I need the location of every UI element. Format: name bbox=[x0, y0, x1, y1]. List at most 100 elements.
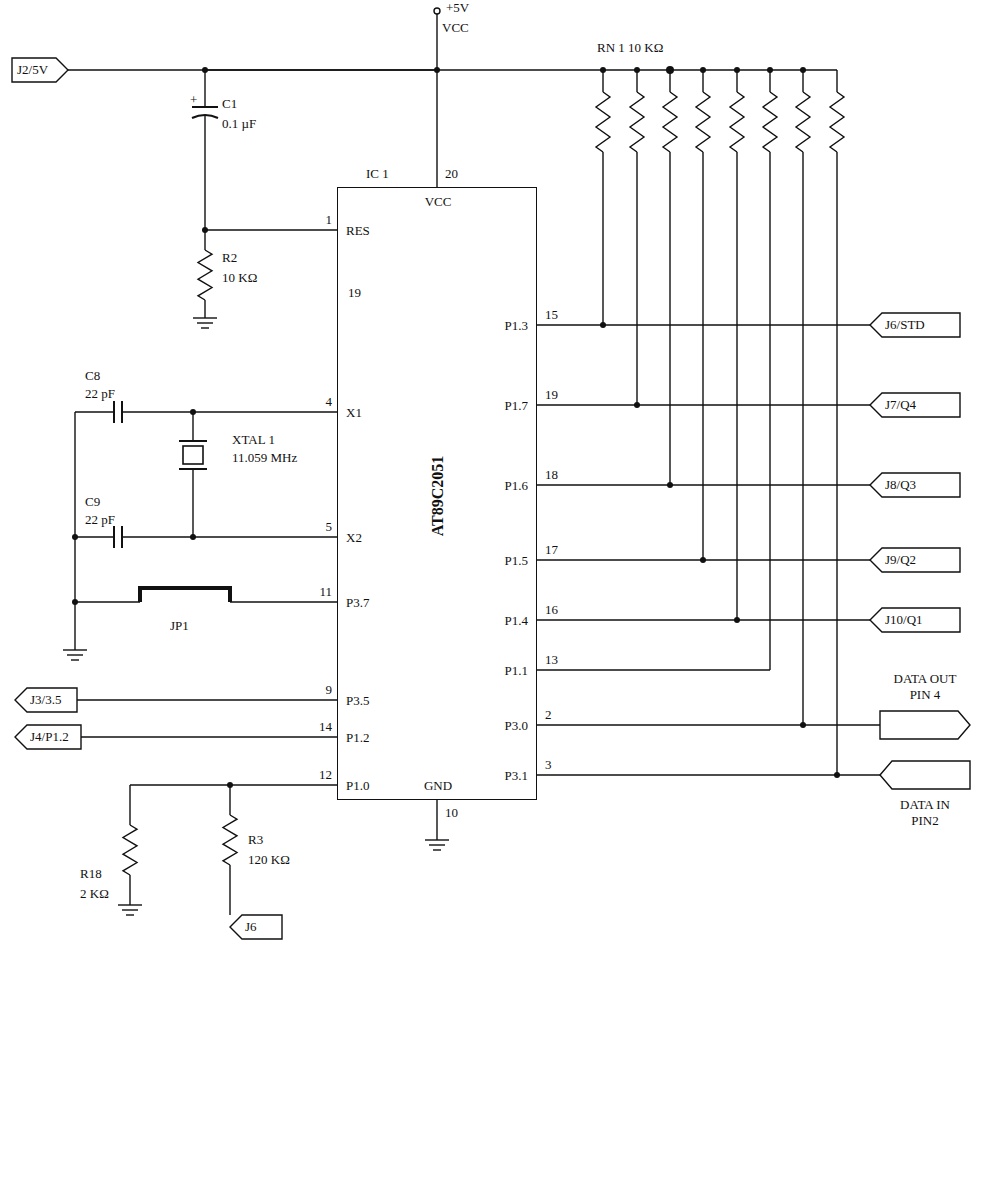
wire bbox=[669, 152, 670, 485]
pin-name: RES bbox=[346, 223, 370, 239]
wire bbox=[769, 152, 770, 670]
part-value: 10 KΩ bbox=[222, 270, 257, 286]
pin-number: 20 bbox=[445, 166, 458, 182]
wire bbox=[205, 229, 337, 230]
pin-name: P1.4 bbox=[505, 613, 528, 629]
pin-name: VCC bbox=[425, 194, 452, 210]
junction-dot bbox=[190, 409, 196, 415]
connector-tag-outline bbox=[12, 58, 68, 82]
ground-symbol bbox=[433, 849, 441, 850]
supply-label: VCC bbox=[442, 20, 469, 36]
pin-name: P1.1 bbox=[505, 663, 528, 679]
wire bbox=[802, 70, 803, 92]
connector-tag: DATA IN PIN2 bbox=[880, 761, 970, 789]
capacitor-symbol bbox=[75, 401, 337, 423]
pin-name: P3.0 bbox=[505, 718, 528, 734]
pin-number: 17 bbox=[545, 542, 558, 558]
connector-label: J4/P1.2 bbox=[15, 725, 69, 749]
pin-name: X2 bbox=[346, 530, 362, 546]
pin-number: 13 bbox=[545, 652, 558, 668]
part-label: C9 bbox=[85, 494, 100, 510]
pin-number: 9 bbox=[326, 682, 333, 698]
resistor-symbol bbox=[730, 92, 744, 152]
pin-number: 19 bbox=[545, 387, 558, 403]
resistor-symbol bbox=[830, 92, 844, 152]
pin-number: 4 bbox=[326, 394, 333, 410]
pin-number: 2 bbox=[545, 707, 552, 723]
pin-name: X1 bbox=[346, 405, 362, 421]
wire bbox=[436, 14, 437, 70]
wire bbox=[636, 70, 637, 92]
ground-symbol bbox=[197, 322, 213, 323]
pin-name: GND bbox=[424, 778, 452, 794]
pin-name: P1.7 bbox=[505, 398, 528, 414]
ground-symbol bbox=[71, 659, 79, 660]
junction-dot bbox=[700, 67, 706, 73]
connector-label: J2/5V bbox=[12, 58, 48, 82]
pin-name: P1.3 bbox=[505, 318, 528, 334]
wire bbox=[130, 784, 337, 785]
resistor-symbol bbox=[796, 92, 810, 152]
pin-number: 10 bbox=[445, 805, 458, 821]
wire bbox=[736, 152, 737, 620]
junction-dot bbox=[734, 67, 740, 73]
signal-wire bbox=[537, 484, 870, 485]
wire bbox=[836, 70, 837, 92]
part-value: 11.059 MHz bbox=[232, 450, 297, 466]
connector-label: J10/Q1 bbox=[870, 608, 923, 632]
resistor-symbol bbox=[223, 815, 237, 865]
part-label: IC 1 bbox=[366, 166, 389, 182]
junction-dot bbox=[190, 534, 196, 540]
connector-tag: J10/Q1 bbox=[870, 608, 960, 632]
connector-tag-outline bbox=[15, 725, 81, 749]
polarity-mark: + bbox=[190, 92, 197, 108]
wire bbox=[602, 70, 603, 92]
connector-label: J8/Q3 bbox=[870, 473, 916, 497]
pin-name: P1.2 bbox=[346, 730, 369, 746]
connector-tag-outline bbox=[15, 688, 77, 712]
connector-tag-shape bbox=[880, 711, 970, 739]
wire bbox=[602, 152, 603, 325]
pin-name: P3.7 bbox=[346, 595, 369, 611]
ground-symbol bbox=[67, 654, 83, 655]
part-label: JP1 bbox=[170, 618, 189, 634]
wire bbox=[702, 152, 703, 560]
pin-name: P3.5 bbox=[346, 693, 369, 709]
part-label: C1 bbox=[222, 96, 237, 112]
wire bbox=[636, 152, 637, 405]
connector-tag-outline bbox=[870, 393, 960, 417]
ground-symbol bbox=[425, 839, 449, 840]
connector-label: DATA OUT PIN 4 bbox=[885, 671, 965, 703]
junction-dot bbox=[666, 66, 674, 74]
wire bbox=[74, 412, 75, 650]
ground-symbol bbox=[201, 327, 209, 328]
connector-tag-outline bbox=[870, 473, 960, 497]
crystal-symbol bbox=[179, 412, 207, 537]
ground-symbol bbox=[63, 649, 87, 650]
resistor-symbols bbox=[123, 70, 844, 875]
pin-name: P1.0 bbox=[346, 778, 369, 794]
pin-number: 16 bbox=[545, 602, 558, 618]
connector-tag: J6 bbox=[230, 915, 282, 939]
connector-tag-outline bbox=[870, 608, 960, 632]
resistor-symbol bbox=[630, 92, 644, 152]
signal-wire bbox=[81, 736, 337, 737]
connector-tag: DATA OUT PIN 4 bbox=[880, 711, 970, 739]
part-label: R18 bbox=[80, 866, 102, 882]
connector-tag: J9/Q2 bbox=[870, 548, 960, 572]
junction-dot bbox=[227, 782, 233, 788]
connector-label: J6/STD bbox=[870, 313, 925, 337]
junction-dot bbox=[72, 599, 78, 605]
wire bbox=[802, 152, 803, 725]
resistor-symbol bbox=[663, 92, 677, 152]
wire bbox=[769, 70, 770, 92]
jumper-symbol bbox=[75, 588, 337, 602]
part-value: 0.1 µF bbox=[222, 116, 256, 132]
part-label: R2 bbox=[222, 250, 237, 266]
signal-wire bbox=[537, 724, 880, 725]
signal-wire bbox=[537, 774, 880, 775]
signal-wire bbox=[68, 70, 437, 187]
connector-tag: J6/STD bbox=[870, 313, 960, 337]
connector-label: J9/Q2 bbox=[870, 548, 916, 572]
